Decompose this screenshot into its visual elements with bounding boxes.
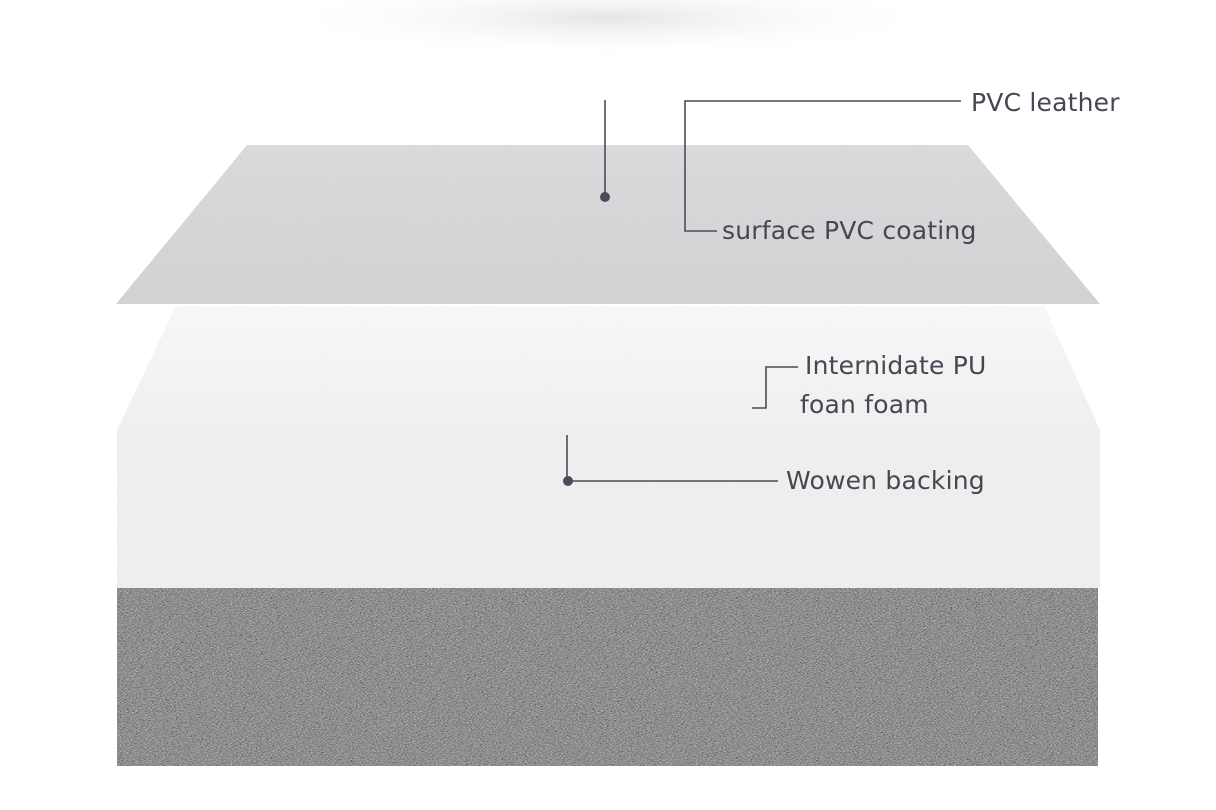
label-surface-coating: surface PVC coating: [722, 216, 977, 245]
label-woven-backing: Wowen backing: [786, 466, 985, 495]
pvc-leather-leader: [684, 100, 961, 232]
backing-point-marker: [563, 476, 573, 486]
intermediate-pu-leader: [752, 366, 798, 409]
label-intermediate-line2: foan foam: [800, 390, 929, 419]
label-intermediate-line1: Internidate PU: [805, 351, 987, 380]
label-pvc-leather: PVC leather: [971, 88, 1120, 117]
coating-point-marker: [600, 192, 610, 202]
top-glow: [278, 0, 938, 58]
foam-layer: [117, 306, 1100, 588]
leader-lines: [566, 100, 961, 482]
surface-coating-layer: [116, 145, 1100, 304]
woven-backing-layer: [117, 588, 1098, 766]
